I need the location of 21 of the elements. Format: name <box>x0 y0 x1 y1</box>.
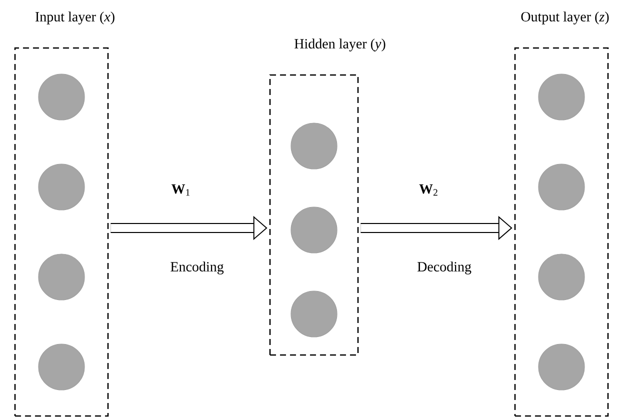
layer-box: Input layer (x) <box>14 12 114 417</box>
neuron-circle <box>38 74 85 120</box>
edge-label: W$_{2}$ <box>419 184 438 196</box>
layer-box: Hidden layer (y) <box>269 38 386 356</box>
layer-box: Output layer (z) <box>514 12 609 417</box>
neuron-circle <box>538 344 585 390</box>
neuron-circle <box>290 206 338 254</box>
neuron-circle <box>538 254 585 300</box>
neuron-circle <box>290 122 338 170</box>
arrow-caption: Decoding <box>417 262 472 274</box>
neuron-circle <box>538 74 585 120</box>
node-label: Hidden layer (y) <box>294 38 386 52</box>
neuron-circle <box>538 164 585 210</box>
node-label: Input layer (x) <box>35 12 114 24</box>
arrow-caption: Encoding <box>170 262 224 274</box>
neuron-circle <box>38 254 85 300</box>
neuron-circle <box>38 164 85 210</box>
neuron-circle <box>38 344 85 390</box>
neuron-circle <box>290 290 338 338</box>
edge-label: W$_{1}$ <box>171 184 190 196</box>
node-label: Output layer (z) <box>521 12 609 24</box>
